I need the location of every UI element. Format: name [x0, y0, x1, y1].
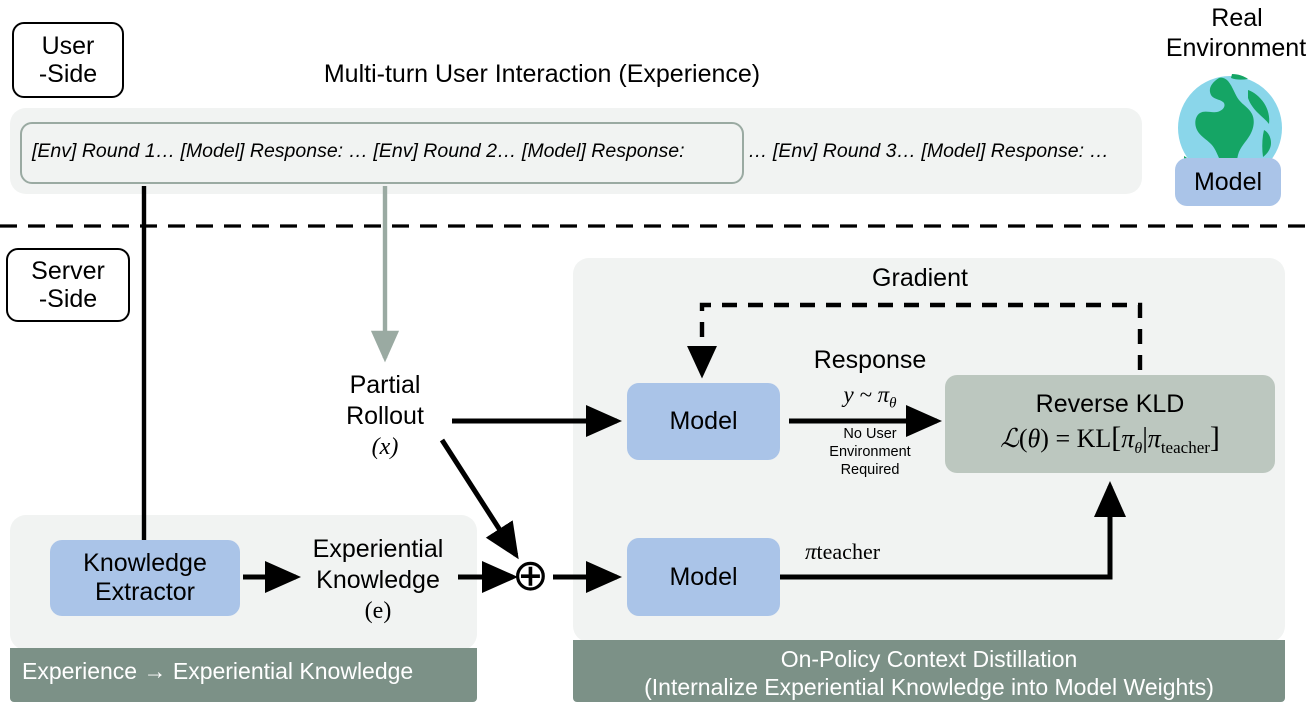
- user-interaction-title: Multi-turn User Interaction (Experience): [323, 60, 761, 88]
- real-environment-model-box: Model: [1175, 158, 1281, 206]
- server-side-tag-line1: Server: [31, 257, 105, 285]
- globe-icon: [1178, 72, 1282, 184]
- response-label: Response: [813, 346, 927, 374]
- response-symbol-theta: θ: [889, 395, 897, 412]
- transcript-outer-text: … [Env] Round 3… [Model] Response: …: [748, 140, 1109, 162]
- distillation-banner-line1: On-Policy Context Distillation: [780, 646, 1078, 672]
- transcript-inner-text: [Env] Round 1… [Model] Response: … [Env]…: [32, 140, 685, 162]
- teacher-policy-pi: π: [805, 539, 817, 564]
- real-environment-model-label: Model: [1193, 167, 1263, 196]
- teacher-policy-symbol: πteacher: [805, 538, 880, 565]
- experience-banner-text: Experience → Experiential Knowledge: [22, 658, 414, 684]
- distillation-banner-text: On-Policy Context Distillation (Internal…: [573, 646, 1285, 701]
- experience-banner-panel: [10, 648, 477, 702]
- reverse-kld-equation: ℒ(θ) = KL[πθ|πteacher]: [1000, 421, 1220, 458]
- knowledge-extractor-box: Knowledge Extractor: [50, 540, 240, 616]
- student-model-box: Model: [627, 383, 780, 460]
- response-note-line1: No User: [843, 426, 897, 442]
- response-symbol-tilde: ~: [859, 382, 878, 407]
- knowledge-extractor-line1: Knowledge: [83, 549, 207, 578]
- response-note-line2: Environment: [829, 444, 911, 461]
- user-side-tag-line1: User: [41, 32, 95, 60]
- teacher-model-box: Model: [627, 538, 780, 616]
- real-environment-label-line2: Environment: [1165, 34, 1307, 62]
- kld-eq-bracket-close: ]: [1209, 420, 1220, 454]
- kld-eq-teacher-sub: teacher: [1160, 438, 1210, 458]
- knowledge-extractor-line2: Extractor: [94, 578, 196, 606]
- response-symbol-y: y: [843, 382, 854, 407]
- transcript-highlight-box: [20, 122, 744, 184]
- response-note: No User Environment Required: [790, 425, 950, 479]
- experiential-knowledge-line1: Experiential: [312, 535, 444, 563]
- kld-eq-theta-paren: (θ): [1018, 423, 1049, 453]
- partial-rollout-symbol: (x): [371, 434, 399, 460]
- experiential-knowledge-symbol: (e): [364, 598, 392, 624]
- user-side-tag-line2: -Side: [38, 60, 98, 88]
- kld-eq-loss: ℒ: [1000, 423, 1019, 453]
- response-symbol-pi: π: [877, 382, 890, 407]
- response-note-line3: Required: [840, 462, 900, 479]
- kld-eq-kl: KL: [1076, 423, 1112, 453]
- kld-eq-pi-theta: π: [1121, 423, 1135, 453]
- reverse-kld-title: Reverse KLD: [1035, 389, 1185, 418]
- kld-eq-pi-teacher: π: [1147, 423, 1161, 453]
- server-side-tag: Server -Side: [6, 248, 130, 322]
- student-model-label: Model: [669, 407, 738, 436]
- distillation-banner-line2: (Internalize Experiential Knowledge into…: [644, 673, 1214, 700]
- teacher-policy-subscript: teacher: [816, 539, 881, 564]
- real-environment-label-line1: Real: [1211, 4, 1263, 32]
- gradient-label: Gradient: [872, 264, 968, 292]
- combine-operator: ⊕: [512, 551, 549, 600]
- user-side-tag: User -Side: [12, 22, 124, 98]
- partial-rollout-line2: Rollout: [346, 402, 424, 430]
- reverse-kld-box: Reverse KLD ℒ(θ) = KL[πθ|πteacher]: [945, 375, 1275, 473]
- distillation-banner-panel: [573, 640, 1285, 702]
- partial-rollout-line1: Partial: [349, 371, 421, 399]
- experiential-knowledge-line2: Knowledge: [316, 566, 440, 594]
- response-symbol: y ~ πθ: [790, 382, 950, 413]
- kld-eq-bracket-open: [: [1111, 420, 1122, 454]
- teacher-model-label: Model: [669, 562, 738, 591]
- kld-eq-equals: =: [1055, 423, 1071, 453]
- kld-eq-pipe: |: [1142, 422, 1148, 454]
- kld-eq-theta-sub: θ: [1134, 440, 1143, 458]
- server-side-tag-line2: -Side: [38, 285, 98, 313]
